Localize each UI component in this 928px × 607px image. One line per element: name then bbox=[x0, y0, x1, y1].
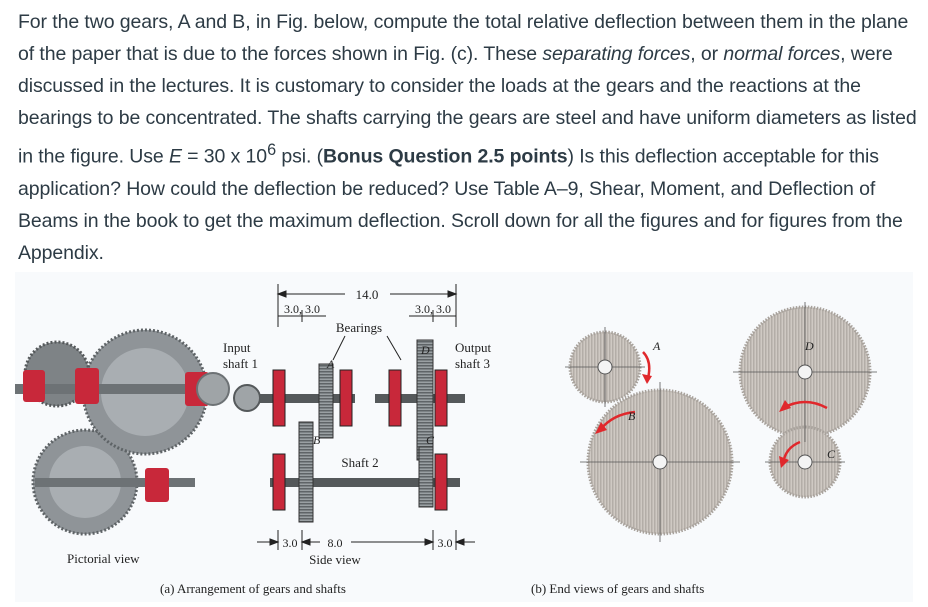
dim-top-14: 14.0 bbox=[356, 287, 379, 302]
normal-forces-term: normal forces bbox=[723, 43, 841, 65]
pictorial-coupling bbox=[196, 372, 230, 406]
end-label-b: B bbox=[628, 409, 636, 423]
output-shaft-label-2: shaft 3 bbox=[455, 356, 490, 371]
arrowhead-icon bbox=[779, 456, 789, 468]
shaft-2 bbox=[270, 478, 460, 487]
bottom-dimensions bbox=[257, 530, 475, 550]
hub-a bbox=[597, 359, 613, 375]
bearing bbox=[388, 369, 402, 427]
side-label-b: B bbox=[313, 433, 321, 447]
hub-c bbox=[797, 454, 813, 470]
pictorial-shaft-upper bbox=[15, 384, 215, 394]
arrowhead-icon bbox=[595, 422, 607, 434]
end-label-c: C bbox=[827, 447, 836, 461]
gear-c-side bbox=[418, 446, 434, 508]
separating-forces-term: separating forces bbox=[542, 43, 691, 65]
gear-b-side bbox=[298, 421, 314, 523]
side-view bbox=[276, 284, 458, 361]
side-label-c: C bbox=[426, 433, 435, 447]
end-views bbox=[565, 302, 877, 542]
side-label-a: A bbox=[326, 357, 335, 371]
gear-figure: Pictorial view 14.0 3.0, 3.0 3.0, 3.0 Be… bbox=[15, 272, 913, 602]
dim-bottom-right-3: 3.0 bbox=[438, 536, 453, 550]
bearing bbox=[339, 369, 353, 427]
hub-d bbox=[797, 364, 813, 380]
question-text-part: ) Is this deflection acceptable for this… bbox=[18, 145, 903, 264]
question-text: For the two gears, A and B, in Fig. belo… bbox=[18, 6, 918, 269]
arrowhead-icon bbox=[779, 400, 791, 412]
pictorial-view-label: Pictorial view bbox=[67, 551, 140, 566]
pictorial-bearing bbox=[23, 370, 45, 402]
modulus-variable: E bbox=[168, 145, 182, 168]
input-shaft-1 bbox=[235, 394, 355, 403]
shaft-2-label: Shaft 2 bbox=[341, 455, 378, 470]
gear-a-side bbox=[318, 363, 334, 439]
bearing bbox=[272, 369, 286, 427]
bearing bbox=[434, 453, 448, 511]
question-text-part: For the two gears, A and B, in Fig. belo… bbox=[18, 11, 909, 65]
question-text-part: , or bbox=[690, 43, 724, 65]
pictorial-bearing bbox=[145, 468, 169, 502]
end-label-d: D bbox=[804, 339, 814, 353]
question-text-part: = 30 x 10 bbox=[181, 145, 268, 168]
pictorial-bearing bbox=[75, 368, 99, 404]
input-coupling bbox=[233, 384, 261, 412]
arrowhead-icon bbox=[642, 374, 652, 384]
end-label-a: A bbox=[652, 339, 661, 353]
input-shaft-label-2: shaft 1 bbox=[223, 356, 258, 371]
input-shaft-label: Input bbox=[223, 340, 251, 355]
side-label-d: D bbox=[420, 343, 430, 357]
caption-a: (a) Arrangement of gears and shafts bbox=[160, 581, 346, 596]
dim-right-3-3: 3.0, 3.0 bbox=[415, 302, 451, 316]
pictorial-gears bbox=[15, 328, 230, 536]
question-text-part: , were discussed in the lectures. It is … bbox=[18, 43, 917, 168]
dim-left-3-3: 3.0, 3.0 bbox=[284, 302, 320, 316]
side-view-label: Side view bbox=[309, 552, 361, 567]
bearing bbox=[272, 453, 286, 511]
bearings bbox=[233, 369, 448, 511]
bearing bbox=[434, 369, 448, 427]
gear-figure-svg: Pictorial view 14.0 3.0, 3.0 3.0, 3.0 Be… bbox=[15, 272, 913, 602]
dim-bottom-left-3: 3.0 bbox=[283, 536, 298, 550]
caption-b: (b) End views of gears and shafts bbox=[531, 581, 704, 596]
hub-b bbox=[652, 454, 668, 470]
bonus-label: Bonus Question 2.5 points bbox=[322, 145, 568, 168]
bearings-label: Bearings bbox=[336, 320, 382, 335]
question-text-part: psi. ( bbox=[276, 145, 323, 168]
pictorial-shaft-lower bbox=[35, 478, 195, 487]
modulus-exponent: 6 bbox=[267, 141, 276, 159]
dim-bottom-mid-8: 8.0 bbox=[328, 536, 343, 550]
output-shaft-label: Output bbox=[455, 340, 492, 355]
